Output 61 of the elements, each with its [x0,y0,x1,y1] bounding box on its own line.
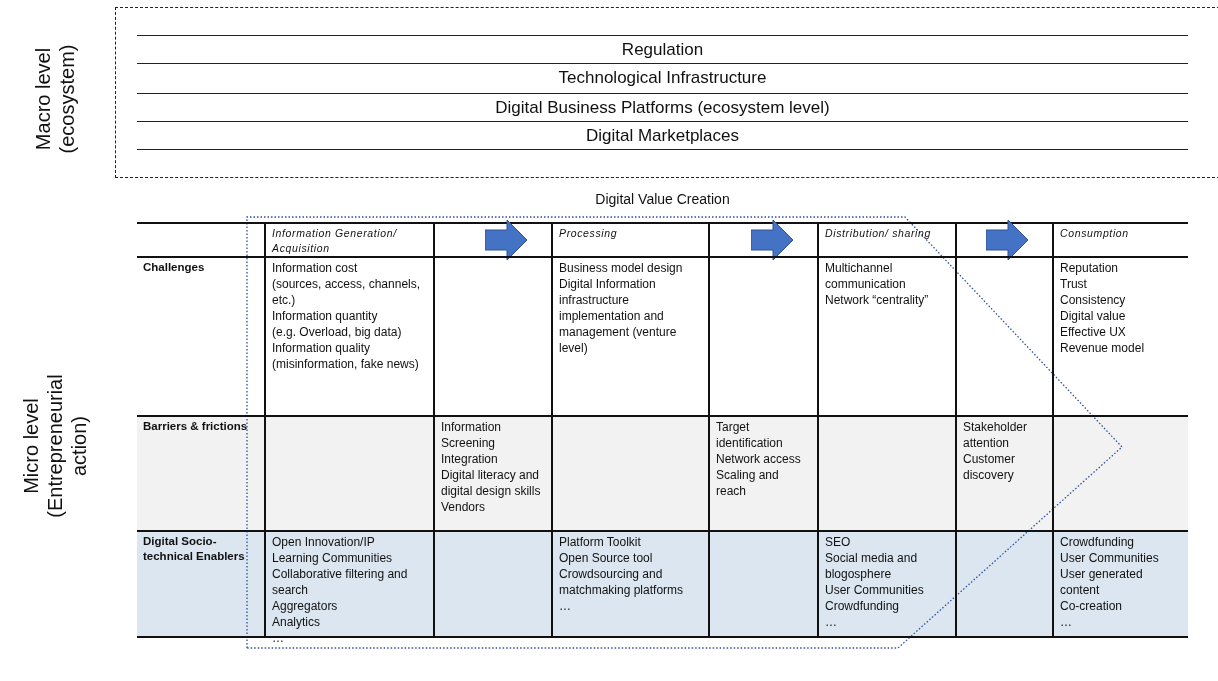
cell-text: Platform Toolkit [559,534,642,550]
cell-text: (misinformation, fake news) [272,356,420,372]
cell-text: Collaborative filtering and search [272,566,409,598]
cell-text: Revenue model [1060,340,1146,356]
cell-text: … [559,598,572,614]
cell-text: Analytics [272,614,322,630]
level-band: Technological Infrastructure [137,63,1188,92]
cell-text: (sources, access, channels, etc.) [272,276,422,308]
cell-text: Business model design [559,260,684,276]
cell-text: (e.g. Overload, big data) [272,324,403,340]
cell-text: Customer discovery [963,451,1016,483]
column-header: Distribution/ sharing [825,226,933,241]
cell-text: Learning Communities [272,550,394,566]
cell-text: Open Source tool [559,550,654,566]
cell-text: Vendors [441,499,487,515]
cell-text: … [825,614,838,630]
cell-text: Multichannel communication [825,260,907,292]
cell-text: User Communities [1060,550,1160,566]
row-header: Challenges [143,260,206,275]
level-label: Macro level (ecosystem) [31,43,79,156]
cell-text: Trust [1060,276,1088,292]
level-label: Micro level (Entrepreneurial action) [19,373,91,520]
cell-text: Effective UX [1060,324,1127,340]
cell-text: Information quantity [272,308,379,324]
cell-text: Reputation [1060,260,1120,276]
column-header: Information Generation/ Acquisition [272,226,398,256]
cell-text: Screening [441,435,497,451]
cell-text: … [1060,614,1073,630]
level-band: Digital Marketplaces [137,121,1188,150]
cell-text: User Communities [825,582,925,598]
dashed-frame [115,7,1218,178]
cell-text: Information [441,419,503,435]
cell-text: User generated content [1060,566,1144,598]
column-header: Consumption [1060,226,1130,241]
section-title: Digital Value Creation [595,190,730,209]
cell-text: Integration [441,451,499,467]
cell-text: Open Innovation/IP [272,534,376,550]
cell-text: Crowdsourcing and matchmaking platforms [559,566,685,598]
column-header: Processing [559,226,619,241]
cell-text: Consistency [1060,292,1127,308]
cell-text: Network access [716,451,802,467]
cell-text: Stakeholder attention [963,419,1029,451]
cell-text: Digital literacy and digital design skills [441,467,542,499]
cell-text: SEO [825,534,852,550]
cell-text: Digital Information infrastructure implementation and management (venture level) [559,276,678,356]
cell-text: Crowdfunding [1060,534,1136,550]
level-band: Regulation [137,35,1188,64]
cell-text: Co-creation [1060,598,1124,614]
row-header: Barriers & frictions [143,419,249,434]
cell-text: Aggregators [272,598,339,614]
level-band: Digital Business Platforms (ecosystem level) [137,93,1188,122]
cell-text: Social media and blogosphere [825,550,919,582]
row-header: Digital Socio-technical Enablers [143,534,246,564]
cell-text: Crowdfunding [825,598,901,614]
cell-text: Scaling and reach [716,467,780,499]
cell-text: … [272,630,285,646]
cell-text: Information quality [272,340,372,356]
cell-text: Target identification [716,419,784,451]
cell-text: Information cost [272,260,359,276]
cell-text: Digital value [1060,308,1127,324]
cell-text: Network “centrality” [825,292,930,308]
